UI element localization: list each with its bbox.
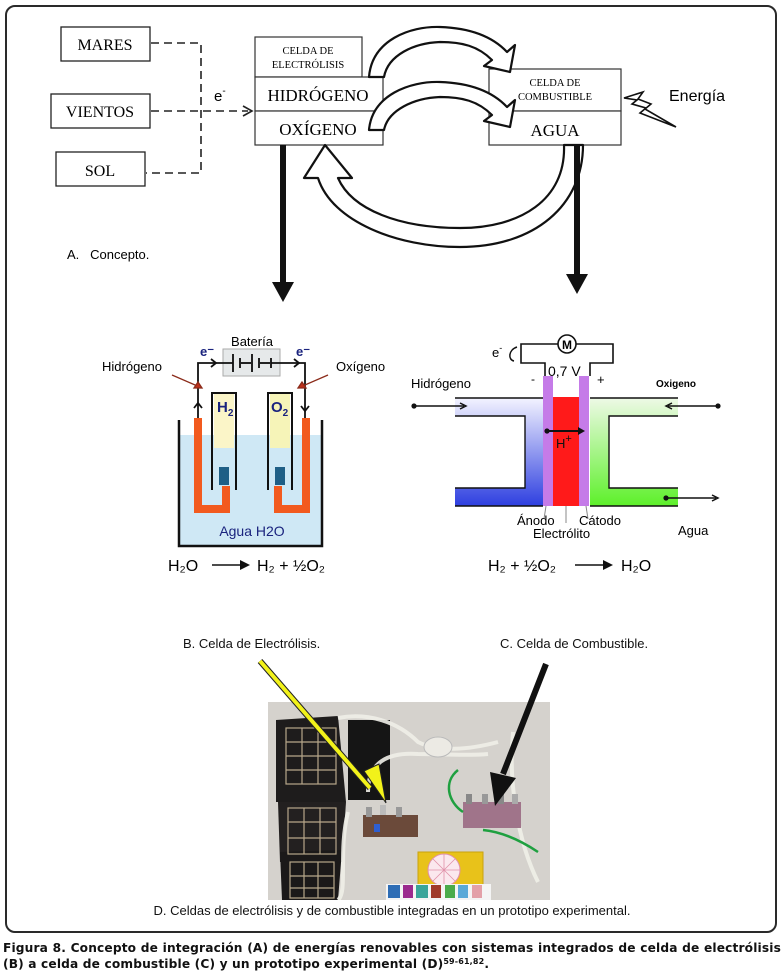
o2-label: O2 — [271, 399, 289, 419]
electrolysis-cell-box: CELDA DE ELECTRÓLISIS HIDRÓGENO OXÍGENO — [254, 36, 384, 146]
label-c: C. Celda de Combustible. — [500, 636, 649, 651]
proton-arrow-icon — [544, 427, 585, 435]
proton-label: H+ — [556, 433, 572, 451]
svg-text:SOL: SOL — [85, 163, 115, 180]
electrolyte-label: Electrólito — [533, 526, 590, 541]
svg-text:ELECTRÓLISIS: ELECTRÓLISIS — [272, 59, 344, 71]
svg-text:HIDRÓGENO: HIDRÓGENO — [267, 86, 368, 105]
fuel-cell-diagram: M e- 0,7 V - + H+ Hidrógeno Oxigeno Á — [411, 334, 721, 575]
pointer-arrows — [171, 374, 329, 389]
anode — [543, 376, 553, 506]
flow-arrow-water-return — [302, 143, 585, 249]
figure-frame — [5, 5, 777, 933]
caption-text: Figura 8. Concepto de integración (A) de… — [3, 941, 781, 971]
hydrogen-channel — [455, 398, 543, 506]
hydrogen-label: Hidrógeno — [102, 359, 162, 374]
caption-end: . — [484, 957, 490, 971]
flow-arrow-oxygen — [367, 80, 517, 132]
oxygen-inlet-arrow — [664, 402, 721, 410]
prototype-photo-illustration — [268, 702, 550, 900]
down-arrow-electrolysis — [272, 145, 294, 302]
water-outlet-arrow — [663, 494, 720, 502]
dial-lines — [428, 854, 460, 886]
electrolyte — [553, 397, 579, 506]
svg-text:VIENTOS: VIENTOS — [66, 104, 134, 121]
source-box-sol: SOL — [55, 151, 146, 187]
concept-diagram: MARES VIENTOS SOL e- CELDA DE ELECTRÓLIS… — [50, 25, 725, 302]
svg-text:AGUA: AGUA — [530, 121, 580, 140]
label-d: D. Celdas de electrólisis y de combustib… — [153, 903, 631, 918]
hydrogen-label: Hidrógeno — [411, 376, 471, 391]
motor-circuit — [520, 343, 614, 376]
cathode — [579, 376, 589, 506]
battery-label: Batería — [231, 334, 274, 349]
prototype-photo — [268, 702, 550, 900]
oxygen-label: Oxigeno — [656, 379, 696, 390]
electron-label-left: e⁻ — [200, 344, 214, 359]
motor-label: M — [562, 338, 572, 352]
electrolysis-cell — [363, 805, 418, 837]
electron-label: e- — [214, 86, 226, 105]
svg-text:OXÍGENO: OXÍGENO — [279, 120, 356, 139]
anode-label: Ánodo — [517, 513, 555, 528]
flow-arrow-hydrogen — [367, 25, 517, 79]
minus-label: - — [531, 372, 535, 386]
equation-right: H₂O — [621, 558, 651, 575]
equation-left: H₂O — [168, 558, 198, 575]
electrode-right — [274, 418, 310, 513]
cathode-label: Cátodo — [579, 513, 621, 528]
o2-tube — [267, 392, 293, 490]
svg-text:MARES: MARES — [77, 37, 132, 54]
electron-label: e- — [492, 343, 502, 360]
equation-left: H₂ + ½O₂ — [488, 558, 556, 575]
svg-text:COMBUSTIBLE: COMBUSTIBLE — [518, 92, 592, 103]
water-label: Agua H2O — [219, 523, 284, 539]
solar-panels — [276, 716, 346, 900]
leader-lines — [543, 505, 589, 523]
tank-outline — [177, 420, 324, 548]
electrolysis-diagram: Batería e⁻ e⁻ Hidrógeno Oxígeno — [102, 334, 385, 575]
electrode-left — [194, 418, 230, 513]
figure-caption: Figura 8. Concepto de integración (A) de… — [3, 940, 781, 972]
lightning-icon — [623, 90, 677, 128]
oxygen-label: Oxígeno — [336, 359, 385, 374]
water-label: Agua — [678, 523, 709, 538]
hydrogen-inlet-arrow — [411, 402, 468, 410]
electron-flow-icon — [509, 346, 518, 362]
down-arrow-fuel-cell — [566, 145, 588, 294]
dashed-connectors — [146, 42, 248, 174]
circuit-wire — [193, 358, 310, 418]
reaction-arrow-icon — [212, 560, 250, 570]
section-label-a: A. Concepto. — [67, 247, 149, 262]
energy-label: Energía — [669, 88, 725, 105]
reaction-arrow-icon — [575, 560, 613, 570]
motor-icon — [557, 334, 577, 354]
electron-label-right: e⁻ — [296, 344, 310, 359]
oxygen-channel — [590, 398, 678, 506]
water-tank — [180, 435, 322, 545]
equation-right: H₂ + ½O₂ — [257, 558, 325, 575]
h2-label: H2 — [217, 399, 234, 419]
svg-text:CELDA DE: CELDA DE — [529, 78, 580, 89]
green-wires — [447, 769, 539, 854]
caption-references: 59-61,82 — [443, 957, 485, 966]
voltage-label: 0,7 V — [548, 363, 581, 379]
source-box-vientos: VIENTOS — [50, 93, 151, 129]
arrowhead-icon — [242, 105, 254, 117]
label-b: B. Celda de Electrólisis. — [183, 636, 321, 651]
h2-tube — [211, 392, 237, 490]
svg-text:CELDA DE: CELDA DE — [282, 46, 333, 57]
plus-label: + — [597, 372, 605, 387]
source-box-mares: MARES — [60, 26, 151, 62]
